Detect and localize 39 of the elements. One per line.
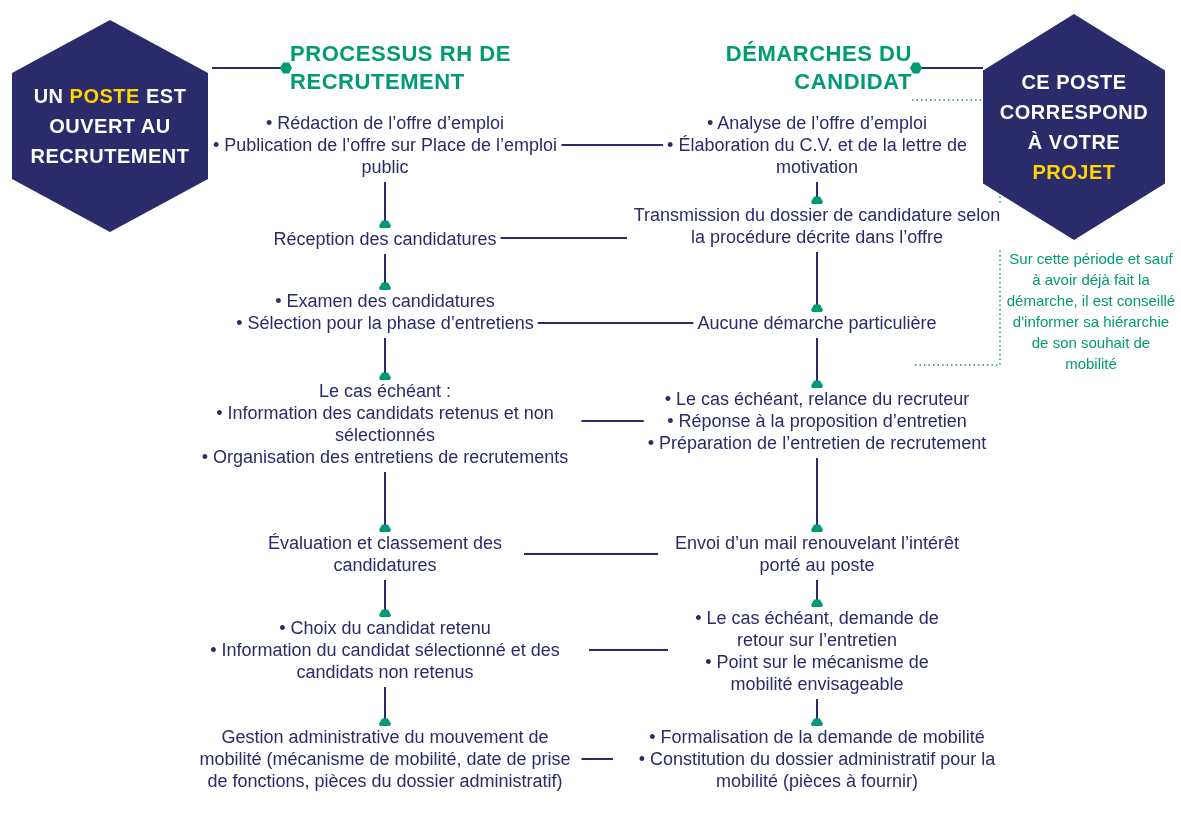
step-text: Transmission du dossier de candidature selon la procédure décrite dans l’offre [632, 204, 1002, 248]
step-text: • Publication de l’offre sur Place de l’emploi public [212, 134, 558, 178]
step-text: • Le cas échéant, demande de retour sur l’entretien [694, 607, 940, 651]
connector-line [588, 649, 669, 651]
step-text: • Analyse de l’offre d’emploi [706, 112, 928, 134]
hexagon-node [12, 20, 208, 232]
column-heading: PROCESSUS RH DE RECRUTEMENT [290, 40, 512, 96]
step-text: • Organisation des entretiens de recrutements [201, 446, 569, 468]
step-text: • Information des candidats retenus et non sélectionnés [215, 402, 555, 446]
step-text: Évaluation et classement des candidatures [266, 532, 504, 576]
connector-line [910, 62, 984, 74]
step-text: Gestion administrative du mouvement de mobilité (mécanisme de mobilité, date de prise de fonctions, pièces du dossier administratif) [198, 726, 572, 792]
step-text: • Préparation de l’entretien de recrutement [647, 432, 987, 454]
connector-line [536, 322, 695, 324]
step-text: • Examen des candidatures [275, 290, 495, 312]
step-text: • Rédaction de l’offre d’emploi [265, 112, 505, 134]
step-text: • Information du candidat sélectionné et des candidats non retenus [209, 639, 561, 683]
step-text: • Constitution du dossier administratif pour la mobilité (pièces à fournir) [637, 748, 997, 792]
step-text: • Réponse à la proposition d’entretien [667, 410, 967, 432]
hexagon-label: UN POSTE EST OUVERT AU RECRUTEMENT [29, 84, 191, 169]
connector-line [560, 144, 664, 146]
column-heading: DÉMARCHES DU CANDIDAT [724, 40, 912, 96]
step-text: Aucune démarche particulière [697, 312, 937, 334]
step-text: • Élaboration du C.V. et de la lettre de motivation [667, 134, 967, 178]
side-note: Sur cette période et sauf à avoir déjà fait la démarche, il est conseillé d'informer sa hiérarchie de son souhait de mobilité [1006, 249, 1176, 374]
step-text: • Choix du candidat retenu [279, 617, 491, 639]
step-text: Envoi d’un mail renouvelant l’intérêt porté au poste [673, 532, 961, 576]
step-text: • Le cas échéant, relance du recruteur [664, 388, 970, 410]
connector-line [580, 420, 645, 422]
step-text: • Sélection pour la phase d’entretiens [236, 312, 534, 334]
connector-line [580, 758, 614, 760]
step-text: Réception des candidatures [273, 228, 497, 250]
connector-line [499, 237, 628, 239]
connector-line [523, 553, 659, 555]
connector-line [211, 62, 292, 74]
step-text: • Point sur le mécanisme de mobilité envisageable [704, 651, 930, 695]
hexagon-label: CE POSTE CORRESPOND À VOTRE PROJET [998, 70, 1150, 185]
step-text: Le cas échéant : [318, 380, 452, 402]
step-text: • Formalisation de la demande de mobilité [649, 726, 985, 748]
